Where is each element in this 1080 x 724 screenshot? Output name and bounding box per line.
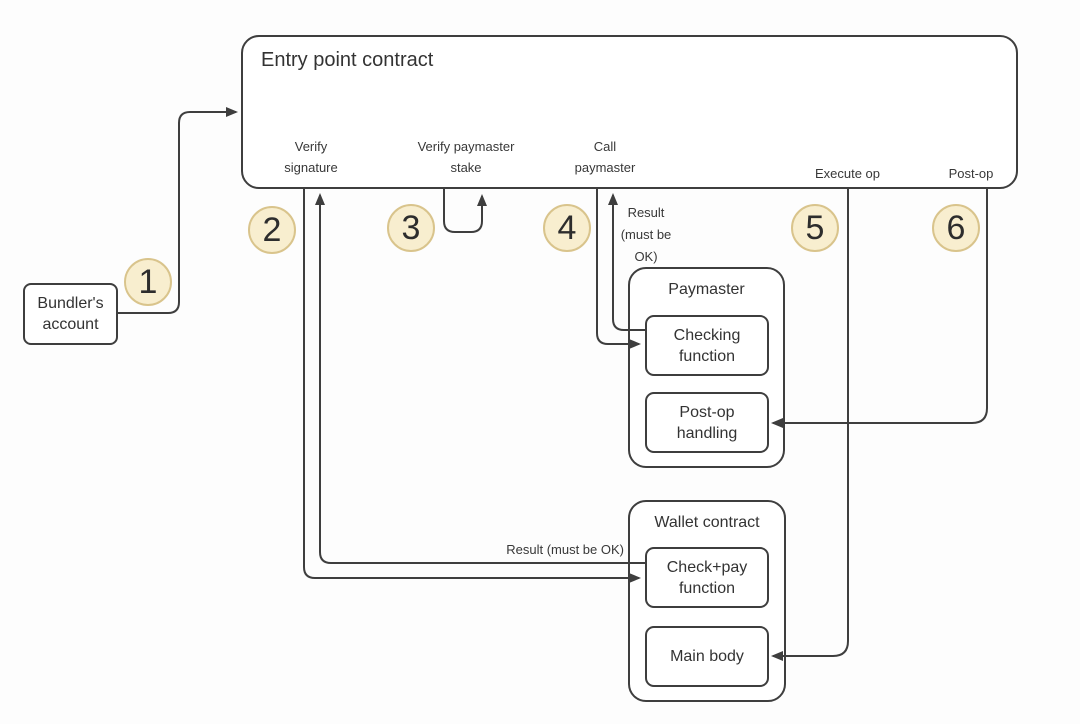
step-3-badge: 3 (387, 204, 435, 252)
call-paymaster-label: Call paymaster (574, 139, 636, 175)
step-2-badge: 2 (248, 206, 296, 254)
verify-signature-label: Verify signature (284, 139, 338, 175)
paymaster-group-title: Paymaster (668, 281, 745, 298)
postop-handling-node: Post-op handling (645, 392, 769, 453)
step-5-badge: 5 (791, 204, 839, 252)
execute-op-label: Execute op (814, 166, 881, 181)
edge-verify-signature-result (315, 193, 645, 564)
entry-point-contract-node (241, 35, 1018, 189)
entry-point-contract-title: Entry point contract (261, 49, 434, 71)
edge-verify-paymaster-stake-loop (443, 189, 487, 233)
wallet-contract-group-title: Wallet contract (654, 514, 760, 531)
post-op-label: Post-op (948, 166, 994, 181)
paymaster-result-label: Result (must be OK) (620, 205, 672, 264)
step-1-badge: 1 (124, 258, 172, 306)
step-6-badge: 6 (932, 204, 980, 252)
checking-function-node: Checking function (645, 315, 769, 376)
wallet-result-label: Result (must be OK) (506, 542, 624, 557)
checkpay-function-node: Check+pay function (645, 547, 769, 608)
step-4-badge: 4 (543, 204, 591, 252)
bundler-account-node: Bundler's account (23, 283, 118, 345)
verify-paymaster-stake-label: Verify paymaster stake (417, 139, 515, 175)
main-body-node: Main body (645, 626, 769, 687)
edge-verify-signature-call (303, 189, 641, 583)
